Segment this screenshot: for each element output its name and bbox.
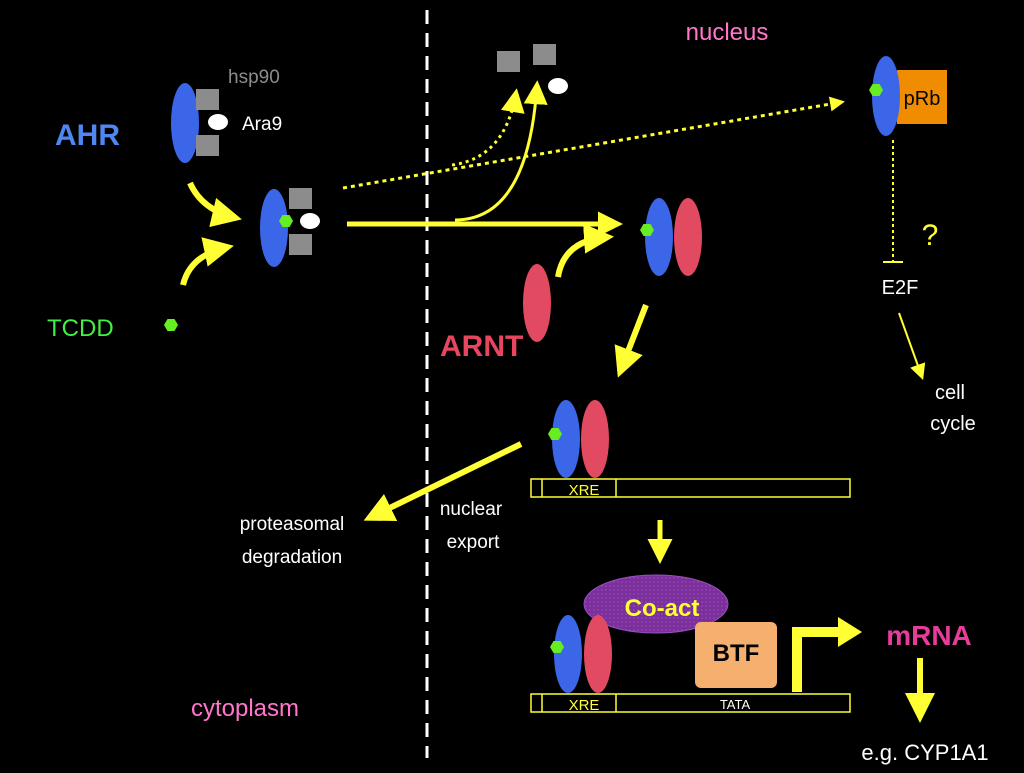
ahr-to-complex-arrow bbox=[187, 181, 242, 228]
arnt-label: ARNT bbox=[440, 330, 523, 363]
nuclear-export-label-line1: nuclear bbox=[440, 499, 503, 520]
tcdd-ligand-icon bbox=[550, 641, 564, 653]
tcdd-label: TCDD bbox=[47, 315, 114, 342]
arnt-to-dimer-arrow bbox=[555, 223, 614, 278]
hsp90-protein-top bbox=[196, 89, 219, 110]
arnt-protein bbox=[523, 264, 551, 342]
transcription-start-arrow bbox=[792, 627, 840, 692]
coact-label: Co-act bbox=[625, 595, 700, 622]
chaperone-release-dotted-arrow bbox=[451, 88, 525, 167]
dna-bound-complex bbox=[548, 400, 609, 478]
xre-label-top: XRE bbox=[569, 482, 600, 499]
ahr-protein bbox=[552, 400, 580, 478]
hsp90-protein-bottom bbox=[196, 135, 219, 156]
cell-label: cell bbox=[935, 382, 965, 404]
arnt-protein bbox=[584, 615, 612, 693]
ahr-protein-prb-bound bbox=[872, 56, 900, 136]
dna-strand bbox=[530, 478, 851, 498]
ara9-protein bbox=[300, 213, 320, 229]
cycle-label: cycle bbox=[930, 413, 976, 435]
tata-label: TATA bbox=[720, 697, 751, 712]
released-hsp90-protein bbox=[533, 44, 556, 65]
chaperone-release-arrow bbox=[454, 80, 548, 222]
ahr-complex-inactive bbox=[171, 83, 228, 163]
tcdd-to-complex-arrow bbox=[180, 237, 234, 286]
ahr-protein bbox=[645, 198, 673, 276]
prb-box bbox=[897, 70, 947, 124]
cytoplasm-label: cytoplasm bbox=[191, 695, 299, 722]
tcdd-ligand-icon bbox=[279, 215, 293, 227]
prb-label: pRb bbox=[904, 88, 941, 110]
released-ara9-protein bbox=[548, 78, 568, 94]
tcdd-ligand-icon bbox=[164, 319, 178, 331]
nuclear-export-label-line2: export bbox=[447, 532, 501, 553]
tcdd-ligand-icon bbox=[869, 84, 883, 96]
ahr-to-prb-dotted-arrow bbox=[342, 96, 845, 190]
e2f-label: E2F bbox=[882, 277, 919, 299]
cyp1a1-label: e.g. CYP1A1 bbox=[861, 740, 988, 765]
xre-label-bottom: XRE bbox=[569, 697, 600, 714]
arnt-protein bbox=[581, 400, 609, 478]
nucleus-label: nucleus bbox=[686, 19, 769, 46]
dna-strand-top: XRE bbox=[530, 478, 851, 499]
ahr-complex-liganded bbox=[260, 188, 320, 267]
proteasomal-label: proteasomal bbox=[240, 514, 345, 535]
dna-bound-complex-transcribing bbox=[550, 615, 612, 693]
released-hsp90-protein bbox=[497, 51, 520, 72]
mrna-label: mRNA bbox=[886, 620, 972, 651]
dna-strand-bottom: XRE TATA bbox=[530, 693, 851, 714]
hsp90-label: hsp90 bbox=[228, 67, 280, 88]
btf-box bbox=[695, 622, 777, 688]
ara9-label: Ara9 bbox=[242, 114, 282, 135]
ahr-arnt-heterodimer bbox=[640, 198, 702, 276]
ara9-protein bbox=[208, 114, 228, 130]
ahr-protein bbox=[171, 83, 199, 163]
coactivator-complex bbox=[583, 574, 729, 634]
ahr-label: AHR bbox=[55, 119, 120, 152]
degradation-label: degradation bbox=[242, 547, 342, 568]
dna-strand bbox=[530, 693, 851, 713]
ahr-protein bbox=[260, 189, 288, 267]
e2f-to-cell-cycle-arrow bbox=[898, 312, 926, 381]
hsp90-protein-top bbox=[289, 188, 312, 209]
transcription-start-arrowhead bbox=[838, 617, 862, 647]
tcdd-ligand-icon bbox=[640, 224, 654, 236]
question-mark: ? bbox=[922, 219, 939, 252]
ahr-protein bbox=[554, 615, 582, 693]
tcdd-ligand-icon bbox=[548, 428, 562, 440]
dimer-to-dna-arrow bbox=[614, 303, 649, 378]
btf-label: BTF bbox=[713, 640, 760, 667]
arnt-protein bbox=[674, 198, 702, 276]
hsp90-protein-bottom bbox=[289, 234, 312, 255]
to-proteasome-arrow bbox=[363, 441, 523, 521]
